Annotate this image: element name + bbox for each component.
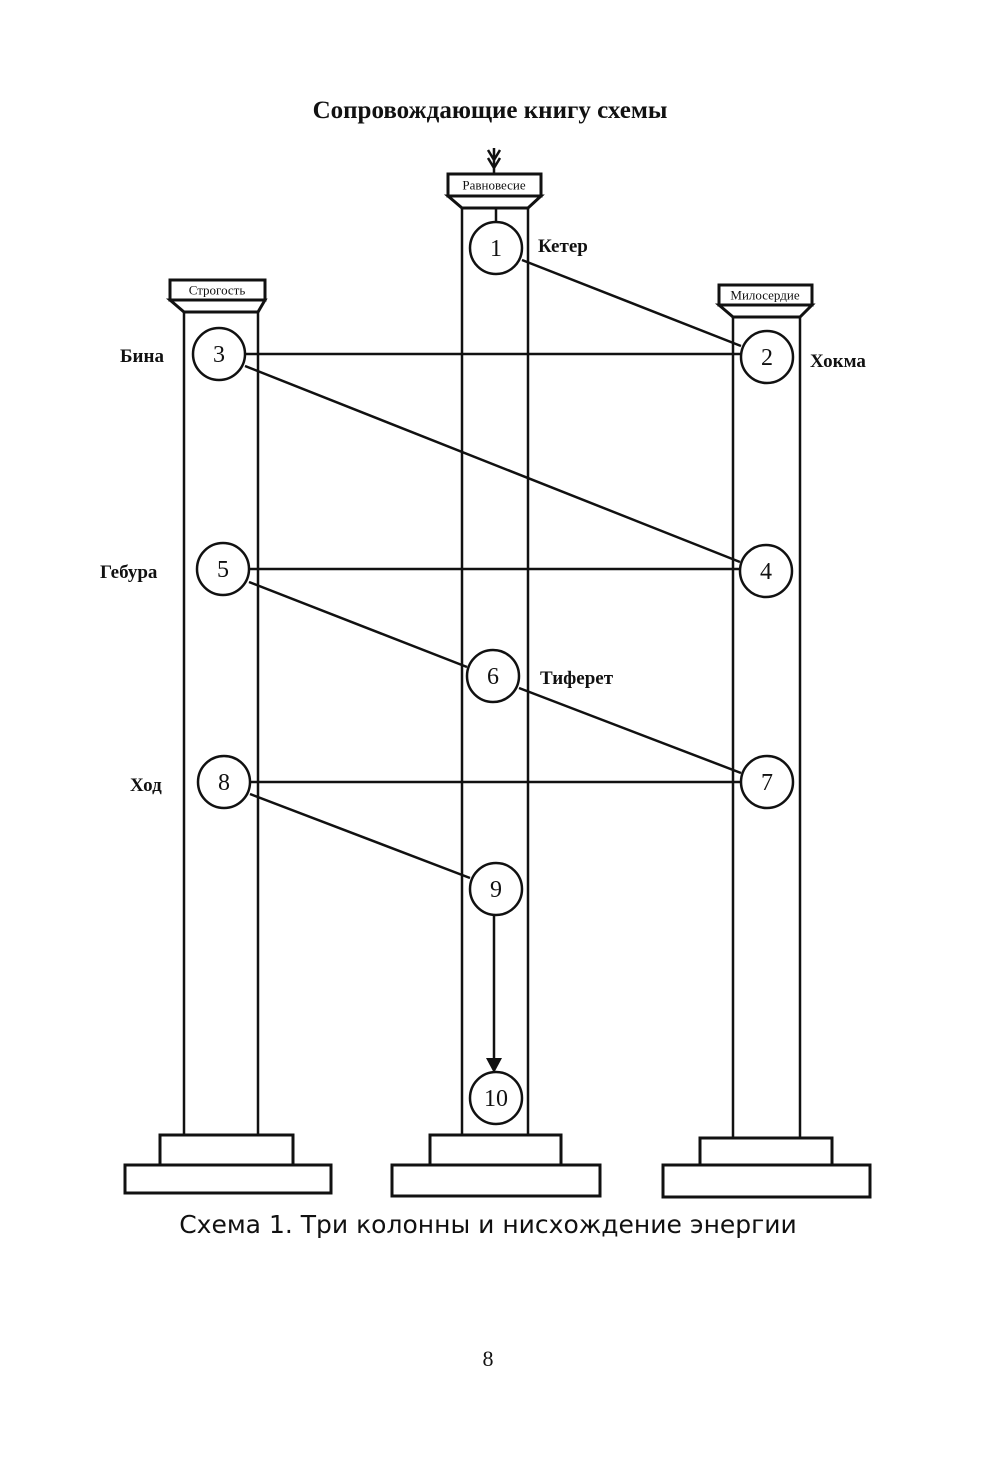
label-keter: Кетер <box>538 236 588 257</box>
arrow-head-icon <box>486 1058 502 1073</box>
energy-paths <box>244 258 742 1073</box>
column-right-label: Милосердие <box>730 288 799 303</box>
column-center-label: Равновесие <box>462 178 525 193</box>
page-number: 8 <box>483 1346 494 1371</box>
svg-text:5: 5 <box>217 557 229 583</box>
label-bina: Бина <box>120 346 164 367</box>
svg-text:2: 2 <box>761 345 773 371</box>
svg-text:10: 10 <box>484 1086 508 1112</box>
svg-text:1: 1 <box>490 236 502 262</box>
node-7: 7 <box>739 754 795 810</box>
label-hod: Ход <box>130 775 162 796</box>
column-left: Строгость <box>123 278 333 1195</box>
svg-text:7: 7 <box>761 770 773 796</box>
svg-text:4: 4 <box>760 559 772 585</box>
node-5: 5 <box>195 541 251 597</box>
edge-3-4 <box>244 364 741 564</box>
edge-6-7 <box>518 686 742 775</box>
svg-text:6: 6 <box>487 664 499 690</box>
page-title: Сопровождающие книгу схемы <box>313 97 668 124</box>
figure-caption: Схема 1. Три колонны и нисхождение энерг… <box>179 1210 797 1239</box>
node-3: 3 <box>191 326 247 382</box>
node-1: 1 <box>468 220 524 276</box>
node-2: 2 <box>739 329 795 385</box>
edge-1-2 <box>521 258 742 348</box>
label-tiferet: Тиферет <box>540 668 614 689</box>
edge-8-9 <box>249 792 471 880</box>
svg-text:9: 9 <box>490 877 502 903</box>
svg-text:3: 3 <box>213 342 225 368</box>
column-center: Равновесие <box>390 148 602 1198</box>
edge-5-6 <box>248 580 468 669</box>
column-left-label: Строгость <box>189 283 246 298</box>
node-10: 10 <box>468 1070 524 1126</box>
label-hokhma: Хокма <box>810 351 866 372</box>
node-8: 8 <box>196 754 252 810</box>
node-6: 6 <box>465 648 521 704</box>
flame-icon <box>486 148 502 174</box>
svg-text:8: 8 <box>218 770 230 796</box>
label-gebura: Гебура <box>100 562 158 583</box>
node-4: 4 <box>738 543 794 599</box>
node-9: 9 <box>468 861 524 917</box>
column-right: Милосердие <box>661 283 872 1199</box>
